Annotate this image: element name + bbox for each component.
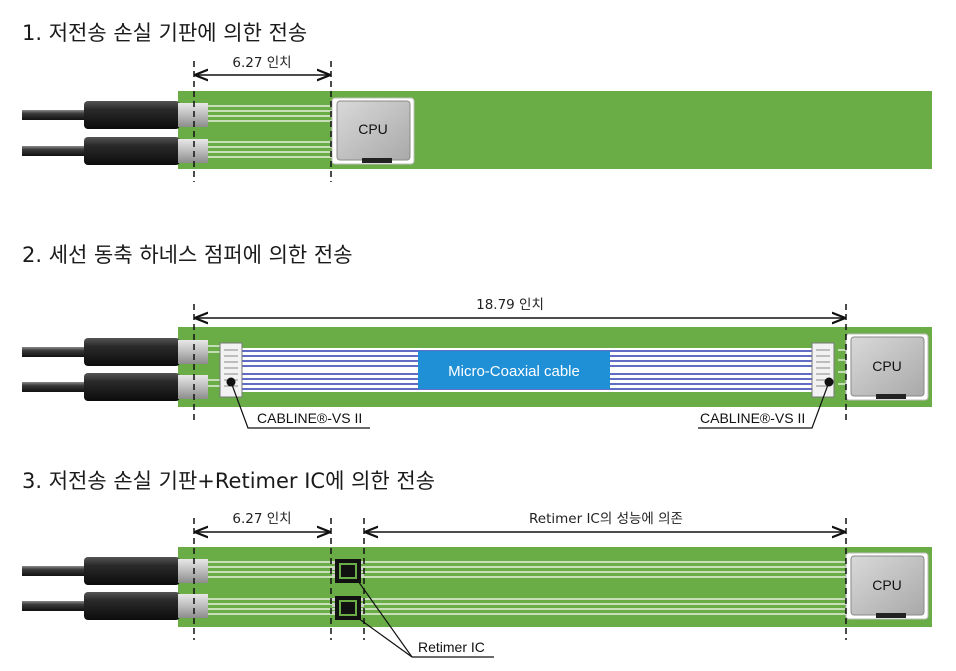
connector-cable-bottom [22, 592, 208, 620]
pcb-board [178, 547, 932, 627]
retimer-ic-chip-bottom [332, 596, 364, 620]
section-2-title: 2. 세선 동축 하네스 점퍼에 의한 전송 [22, 243, 353, 267]
pcb-traces [208, 105, 340, 158]
section-1-diagram: CPU 6.27 인치 [22, 55, 932, 182]
section-1-title: 1. 저전송 손실 기판에 의한 전송 [22, 21, 308, 45]
cpu-label: CPU [872, 577, 902, 593]
leader-line-right [698, 381, 830, 429]
section-3-title: 3. 저전송 손실 기판+Retimer IC에 의한 전송 [22, 469, 436, 493]
connector-cable-top [22, 557, 208, 585]
cpu-chip: CPU [845, 333, 929, 401]
cable-label: Micro-Coaxial cable [448, 363, 580, 380]
connector-right-label: CABLINE®-VS II [700, 410, 805, 426]
leader-line [357, 580, 413, 658]
cpu-label: CPU [872, 358, 902, 374]
pcb-traces [208, 561, 848, 615]
connector-cable-top [22, 338, 208, 366]
pcb-board [178, 91, 932, 169]
cpu-label: CPU [358, 121, 388, 137]
connector-left [219, 342, 243, 398]
dimension-label-left: 6.27 인치 [232, 511, 291, 527]
section-2-diagram: Micro-Coaxial cable CPU 18.79 인치 CABLINE… [22, 297, 932, 429]
retimer-ic-label: Retimer IC [418, 639, 485, 655]
cable-label-box [418, 351, 610, 389]
dimension-label: 18.79 인치 [476, 297, 544, 313]
connector-right [811, 342, 835, 398]
connector-cable-bottom [22, 137, 208, 165]
connector-left-label: CABLINE®-VS II [257, 410, 362, 426]
connector-cable-bottom [22, 373, 208, 401]
leader-line-left [230, 381, 370, 429]
section-3-diagram: CPU 6.27 인치 Retimer IC의 성능에 의존 Retimer I… [22, 511, 932, 658]
connector-cable-top [22, 101, 208, 129]
leader-line [357, 617, 413, 658]
retimer-ic-chip-top [332, 559, 364, 583]
cpu-chip: CPU [331, 97, 415, 165]
dimension-label: 6.27 인치 [232, 55, 291, 71]
cpu-chip: CPU [845, 552, 929, 620]
dimension-label-right: Retimer IC의 성능에 의존 [529, 511, 683, 527]
micro-coaxial-cable: Micro-Coaxial cable [240, 348, 812, 392]
